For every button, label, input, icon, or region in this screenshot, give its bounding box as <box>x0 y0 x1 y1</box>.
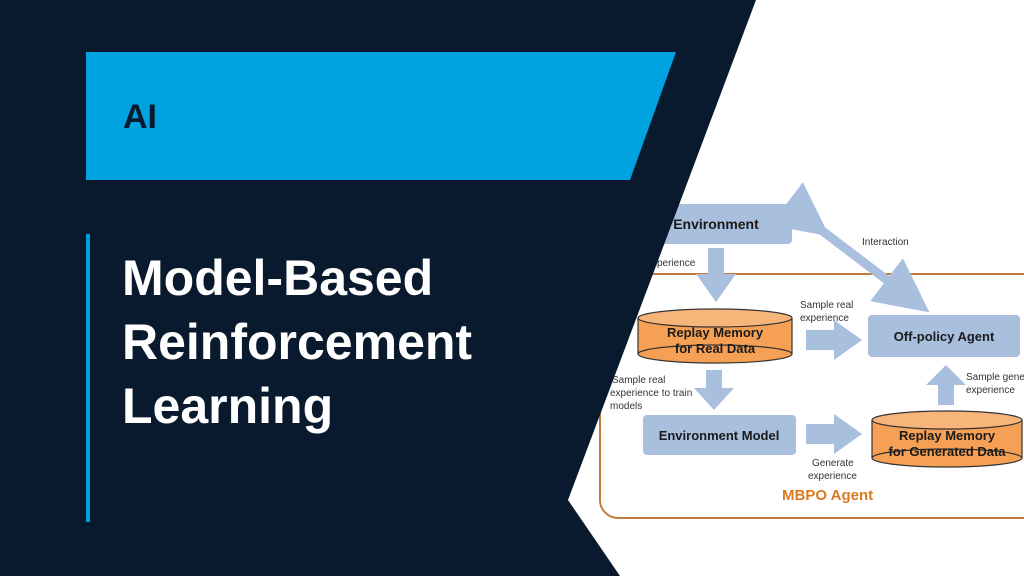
arrow-real-to-model <box>694 370 734 410</box>
replay-memory-generated-node <box>871 410 1023 468</box>
generate-label-2: experience <box>808 471 857 482</box>
replay-real-label-2: for Real Data <box>675 341 756 356</box>
arrow-model-to-generated <box>806 414 862 454</box>
replay-memory-real-node <box>637 308 793 364</box>
sample-real-label-2: experience <box>800 313 849 324</box>
arrow-env-to-real-memory <box>696 248 736 302</box>
sample-train-label-3: models <box>610 401 642 412</box>
interaction-arrow <box>770 182 930 313</box>
off-policy-agent-label: Off-policy Agent <box>894 329 995 344</box>
arrow-real-to-agent <box>806 320 862 360</box>
replay-gen-label-1: Replay Memory <box>899 428 996 443</box>
environment-model-node <box>643 415 796 455</box>
environment-label: Environment <box>673 216 759 232</box>
environment-node <box>640 204 792 244</box>
sample-train-label-1: Sample real <box>612 375 665 386</box>
off-policy-agent-node <box>868 315 1020 357</box>
sample-gen-label-1: Sample gene <box>966 372 1024 383</box>
sample-train-label-2: experience to train <box>610 388 692 399</box>
replay-real-label-1: Replay Memory <box>667 325 764 340</box>
replay-gen-label-2: for Generated Data <box>888 444 1006 459</box>
category-banner <box>86 52 676 180</box>
generate-label-1: Generate <box>812 458 854 469</box>
interaction-label: Interaction <box>862 237 909 248</box>
experience-label: xperience <box>652 258 696 269</box>
mbpo-agent-label: MBPO Agent <box>782 487 873 504</box>
sample-real-label-1: Sample real <box>800 300 853 311</box>
arrow-generated-to-agent <box>926 365 966 405</box>
sample-gen-label-2: experience <box>966 385 1015 396</box>
environment-model-label: Environment Model <box>659 428 780 443</box>
